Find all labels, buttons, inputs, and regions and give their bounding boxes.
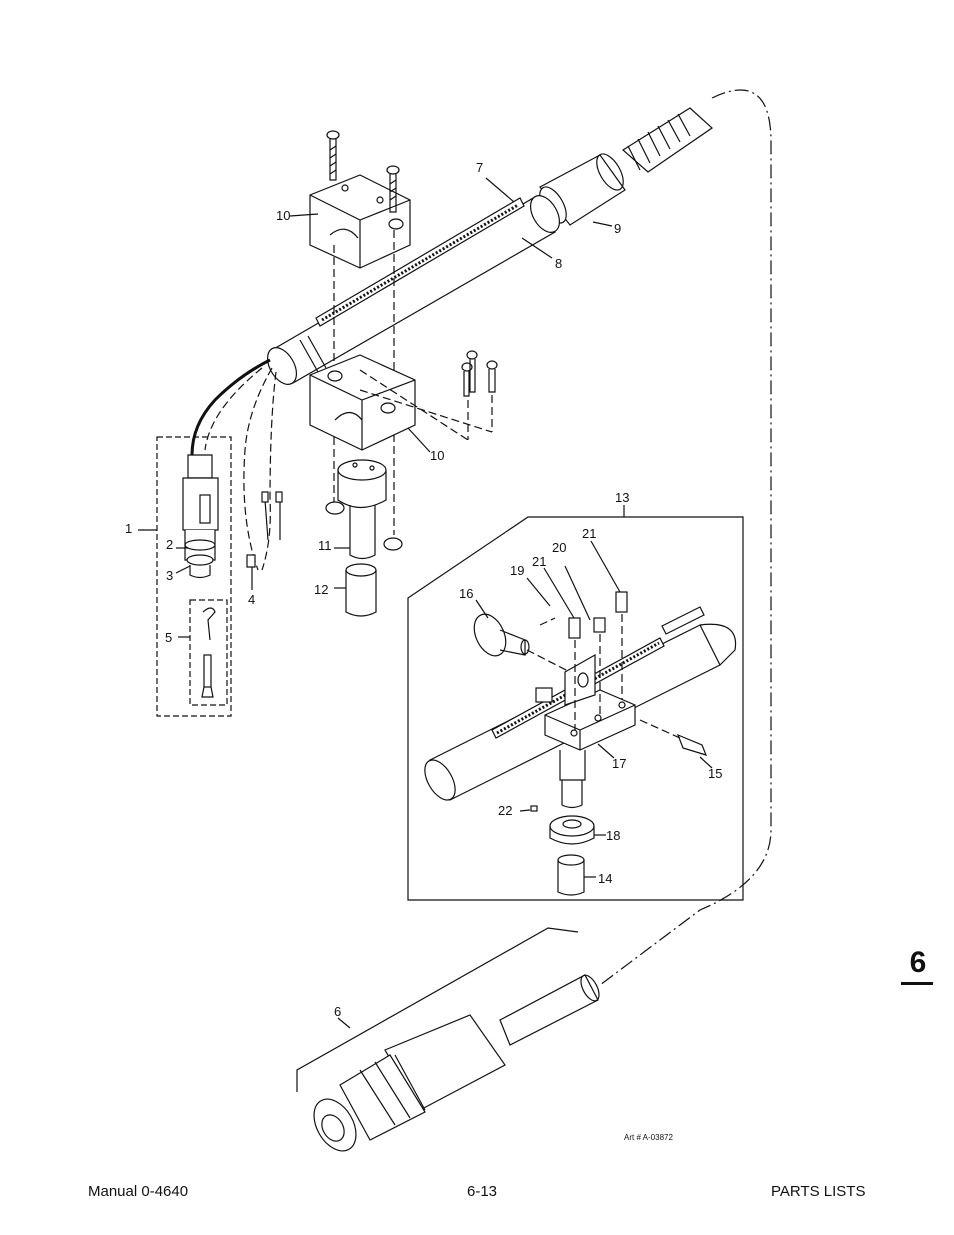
callout-13: 13 [615,490,629,505]
callout-20: 20 [552,540,566,555]
callout-15: 15 [708,766,722,781]
hose-conduit [621,107,713,173]
screws-lower [359,350,498,441]
screws-top [326,130,400,213]
section-tab-number: 6 [909,946,927,979]
bushing-part-14 [557,854,585,896]
callout-2: 2 [166,537,173,552]
callout-6: 6 [334,1004,341,1019]
callout-18: 18 [606,828,620,843]
callout-12: 12 [314,582,328,597]
torch-body-part-6 [313,974,600,1152]
callout-3: 3 [166,568,173,583]
item-6-bracket [296,927,579,1092]
footer-section-title: PARTS LISTS [771,1183,866,1200]
cable-path-line [599,89,772,986]
callout-19: 19 [510,563,524,578]
nuts [325,501,403,551]
shaft-part-11 [337,459,387,560]
callout-4: 4 [248,592,255,607]
mast-tube-part-8 [266,195,561,385]
callout-5: 5 [165,630,172,645]
set-screw-part-22 [530,805,538,812]
knob-part-16 [473,613,530,657]
item-13-detail-frame [407,516,744,901]
gear-rack-part-7 [315,197,525,327]
callout-8: 8 [555,256,562,271]
callout-1: 1 [125,521,132,536]
leader-lines [138,177,713,1029]
callout-7: 7 [476,160,483,175]
callout-14: 14 [598,871,612,886]
dashed-leads [204,367,277,571]
pin-part-15 [639,719,708,756]
mounting-block-part-10-top [309,174,411,269]
parts-item-5 [201,607,216,698]
torch-head [182,454,219,579]
footer-manual-number: Manual 0-4640 [88,1183,189,1200]
art-number: Art # A-03872 [624,1133,673,1142]
callout-9: 9 [614,221,621,236]
callout-21-left: 21 [532,554,546,569]
connector-part-4 [246,491,283,568]
bushing-part-12 [345,563,377,617]
carriage-part-17 [535,653,636,809]
callout-22: 22 [498,803,512,818]
collar-part-18 [549,815,595,845]
callout-17: 17 [612,756,626,771]
callout-10-top: 10 [276,208,290,223]
item-5-group-box [189,599,228,706]
callout-16: 16 [459,586,473,601]
screws-20-21 [526,591,628,730]
callout-21-right: 21 [582,526,596,541]
mounting-block-part-10-lower [309,354,416,451]
footer-page-number: 6-13 [467,1183,498,1200]
section-tab-rule [901,982,933,985]
item-1-group-box [156,436,232,717]
callout-10-lower: 10 [430,448,444,463]
callout-11: 11 [318,538,332,553]
